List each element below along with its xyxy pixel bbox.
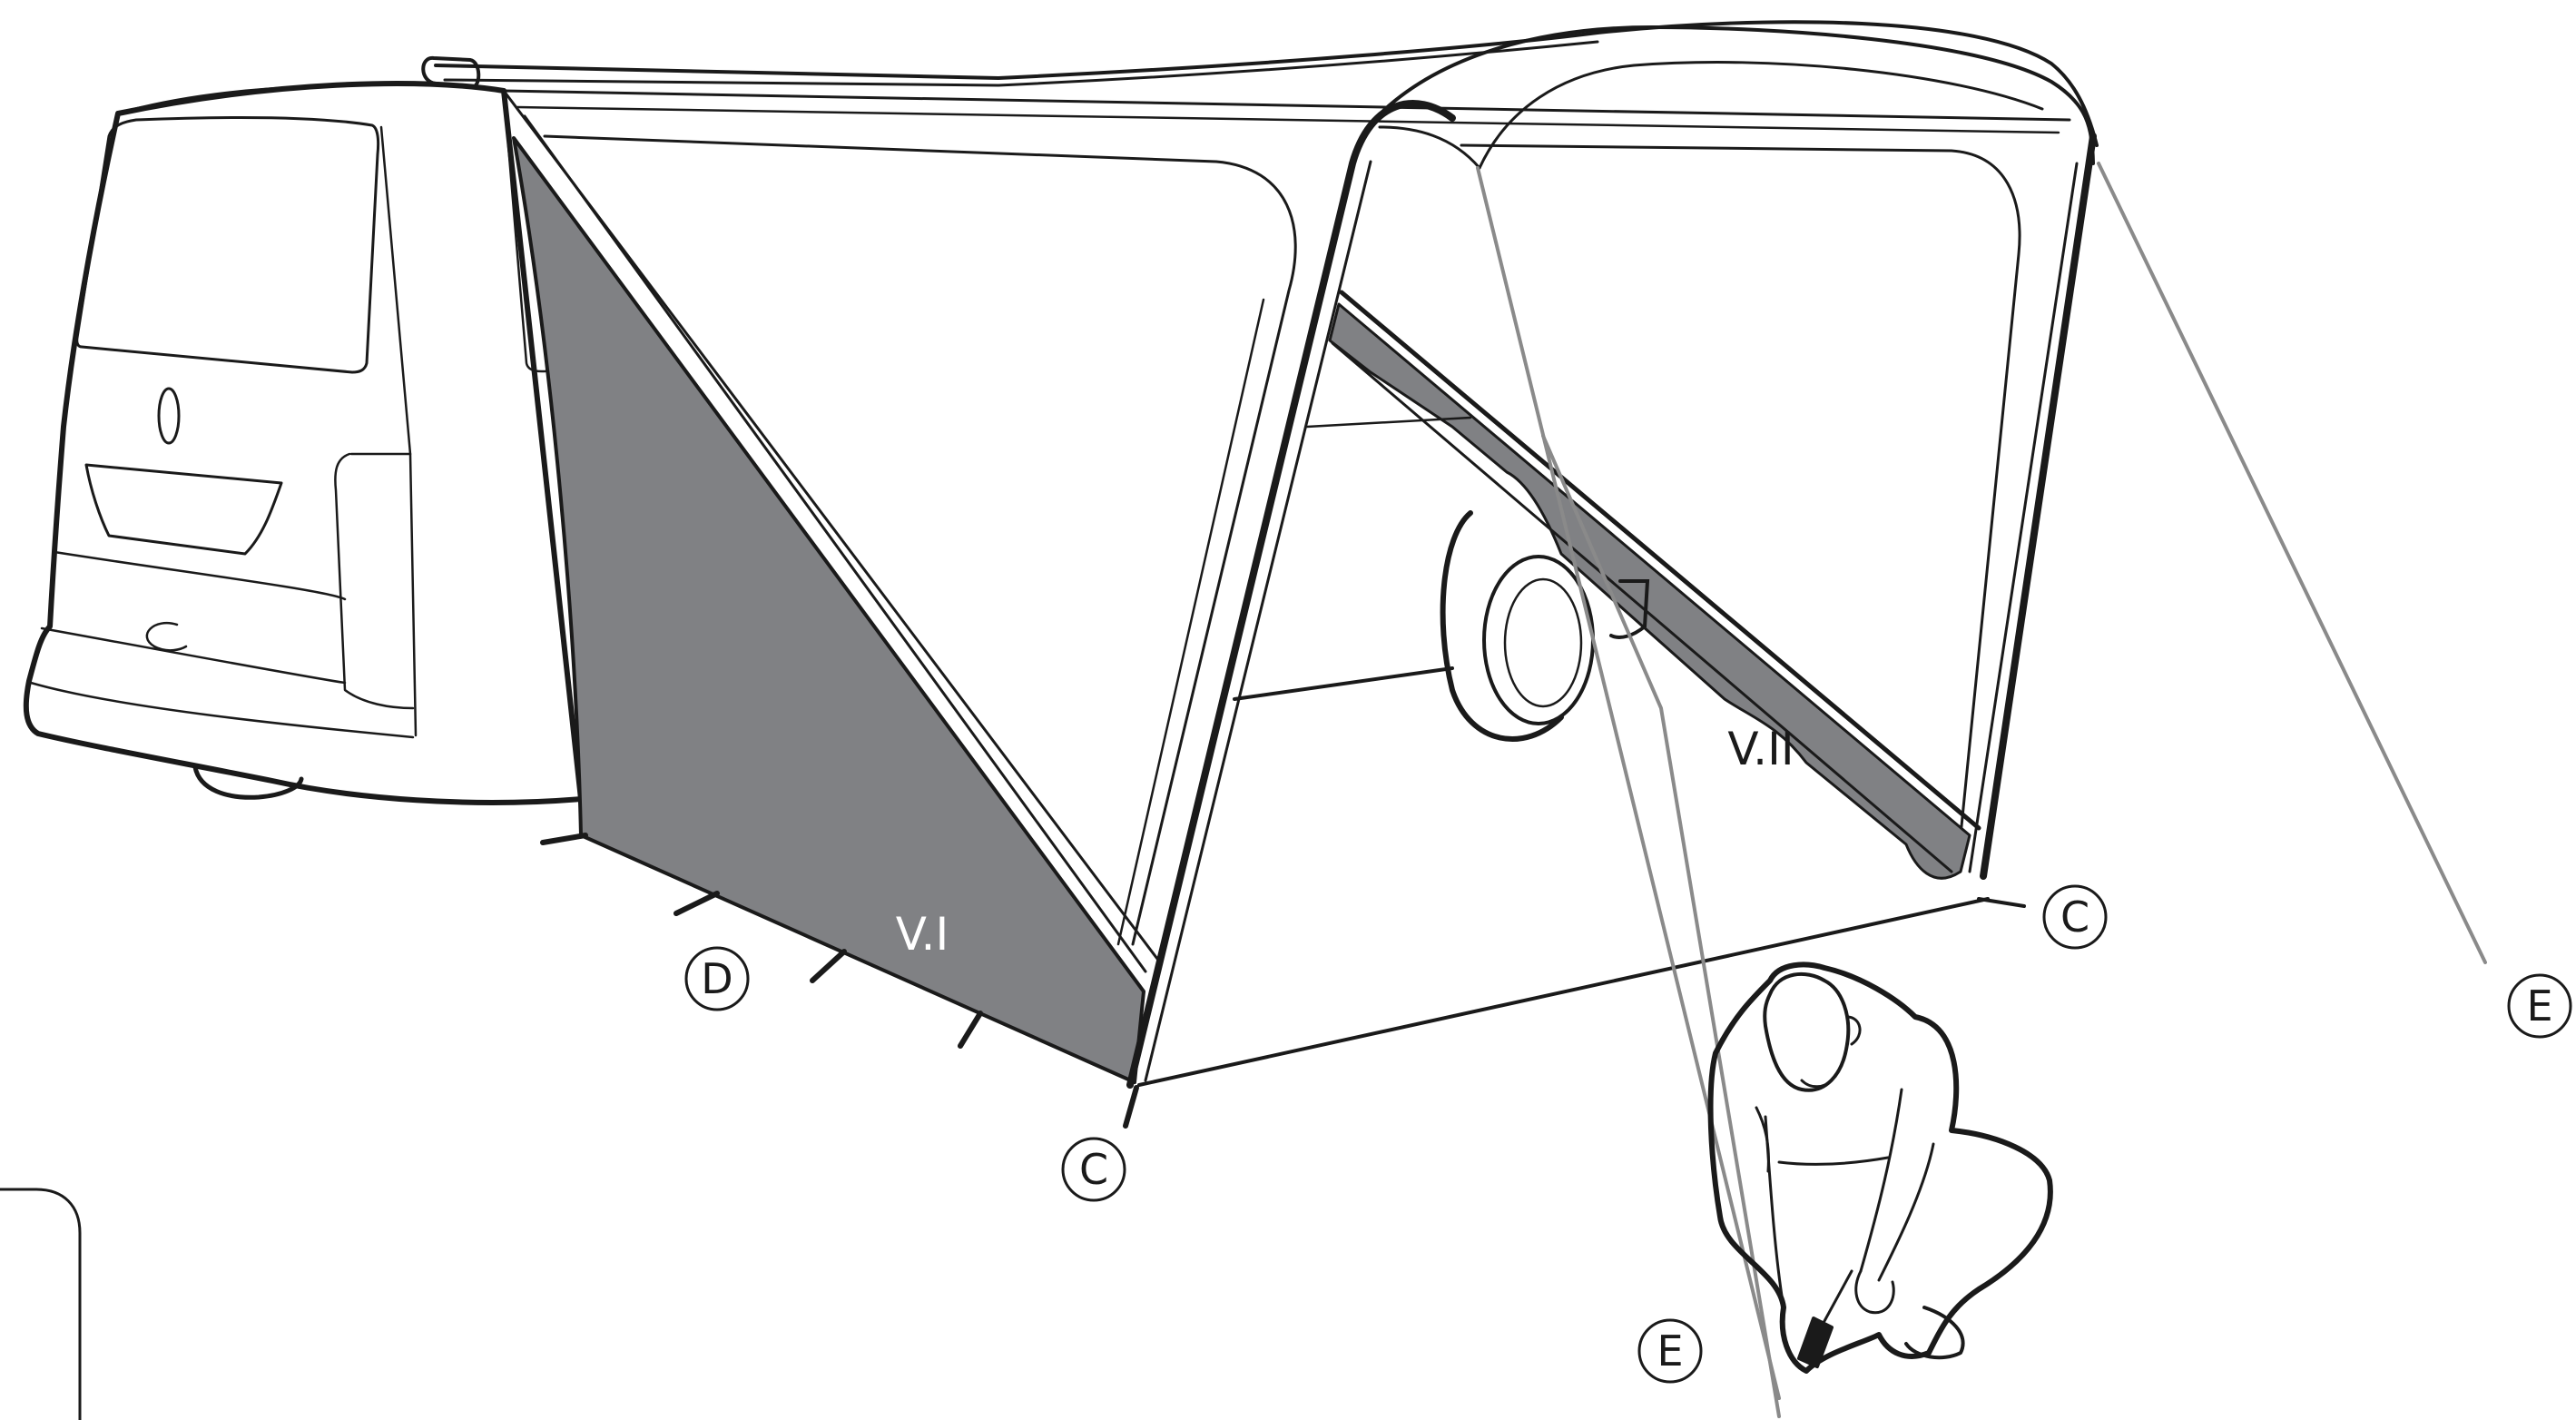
- van-panel-line: [53, 550, 347, 601]
- ground-peg: [673, 891, 720, 916]
- panel-v2: [1328, 290, 1981, 880]
- awning-roof-front-edge: [502, 89, 2071, 122]
- panel-v2-edge: [1339, 290, 1981, 831]
- callout-d: D: [684, 946, 750, 1011]
- person-hand: [1854, 1269, 1895, 1315]
- rear-pole: [1460, 133, 2097, 880]
- person-crouching: [1707, 961, 2053, 1374]
- floor-van-side-line: [1305, 416, 1472, 429]
- ground-peg: [958, 1011, 983, 1049]
- callout-e-front-label: E: [1657, 1326, 1683, 1376]
- van-door-handle: [157, 387, 181, 445]
- panel-v2-edge-lower: [1331, 341, 1953, 873]
- person-body-outline: [1707, 961, 2053, 1374]
- floor-right-line: [1977, 897, 2026, 908]
- guy-line-front: [1476, 166, 1781, 1400]
- wheel-hub: [1503, 577, 1583, 708]
- wheel-arch: [1609, 579, 1650, 639]
- callout-c-front: C: [1061, 1137, 1126, 1202]
- rear-pole-inner: [1968, 162, 2079, 873]
- panel-v2-fabric: [1328, 302, 1971, 880]
- front-arch-pole: [1126, 25, 2095, 1089]
- person-hip-line: [1777, 1156, 1890, 1166]
- panel-v2-label: V.II: [1727, 723, 1794, 775]
- roof-arch: [1369, 25, 2095, 165]
- panel-v1-label: V.I: [896, 908, 949, 961]
- van-side-seam: [379, 125, 418, 737]
- van-body-outline: [23, 81, 584, 805]
- callouts: D C C E E: [684, 884, 2572, 1384]
- van-tow-hitch: [192, 764, 304, 800]
- guy-line-front-2: [1541, 434, 1781, 1418]
- person-sleeve: [1755, 1106, 1770, 1173]
- awning-keder-rail: [434, 20, 2099, 147]
- ground-peg: [1123, 1085, 1139, 1129]
- callout-d-label: D: [701, 954, 732, 1003]
- front-panel-outline: [543, 134, 1297, 946]
- corner-frame-fragment: [0, 1188, 82, 1420]
- awning-roof-front-edge-inner: [516, 105, 2060, 134]
- awning-rail-cap: [421, 56, 481, 89]
- ground-peg: [540, 833, 588, 845]
- floor-front-edge: [1137, 897, 1990, 1087]
- ground-peg: [810, 949, 847, 983]
- panel-v1-side-wall: [512, 136, 1145, 1084]
- callout-c-rear-label: C: [2060, 892, 2089, 942]
- awning-left-wall-frame-inner: [523, 114, 1147, 973]
- ground-lines: [540, 416, 2026, 1129]
- van-side-seam: [334, 452, 415, 710]
- callout-c-rear: C: [2042, 884, 2108, 950]
- callout-e-rear-label: E: [2526, 981, 2552, 1030]
- wheel-rim: [1482, 555, 1595, 725]
- wheel-tire: [1440, 510, 1564, 742]
- back-wall-outline: [1460, 143, 2021, 837]
- front-pole-outer: [1126, 100, 1456, 1089]
- van-plate-recess: [84, 463, 283, 556]
- van-panel-line: [40, 626, 347, 685]
- person-arm-inner: [1877, 1142, 1935, 1282]
- callout-e-front: E: [1637, 1318, 1703, 1384]
- rear-pole-outer: [1980, 133, 2097, 880]
- guy-line-rear: [2097, 162, 2487, 964]
- roof-arch-hook: [1378, 125, 1481, 170]
- van-tail-light: [145, 622, 188, 652]
- front-panel: [543, 134, 1297, 946]
- person-face: [1800, 1079, 1834, 1089]
- person-head: [1763, 972, 1851, 1092]
- van: [23, 81, 584, 805]
- front-pole-inner: [1144, 160, 1372, 1082]
- front-panel-outline-inner: [1116, 298, 1265, 946]
- person-ear: [1845, 1015, 1862, 1046]
- van-bumper-line: [29, 681, 415, 739]
- roof-arch-inner: [1478, 61, 2044, 170]
- person-arm: [1859, 1088, 1903, 1273]
- van-rear-window: [75, 116, 380, 374]
- awning-keder-rail-lower: [443, 40, 1599, 87]
- mallet-handle: [1823, 1269, 1853, 1323]
- van-roof-edge: [116, 85, 301, 115]
- callout-c-front-label: C: [1079, 1145, 1108, 1194]
- mallet: [1797, 1316, 1834, 1368]
- person-foot: [1904, 1306, 1965, 1360]
- guy-lines: [1476, 162, 2487, 1418]
- callout-e-rear: E: [2507, 973, 2572, 1039]
- floor-under-van: [1233, 666, 1454, 701]
